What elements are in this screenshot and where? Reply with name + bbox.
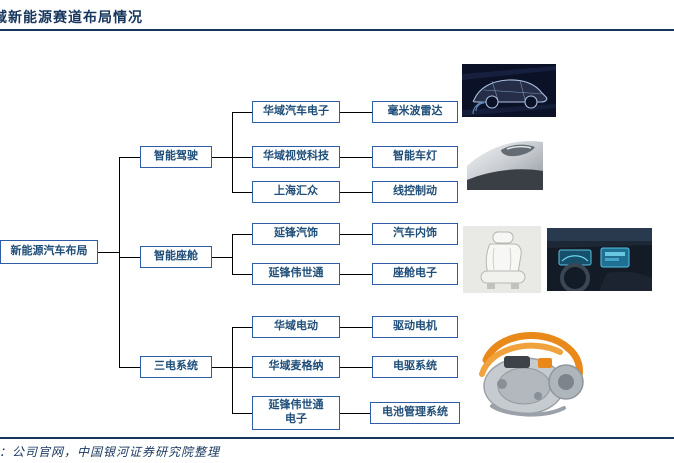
product-node: 座舱电子 — [372, 263, 458, 285]
connector — [232, 112, 252, 113]
car-headlight-photo — [467, 122, 543, 190]
connector — [340, 327, 372, 328]
connector — [212, 257, 232, 258]
transparent-car-radar-photo — [462, 64, 556, 117]
connector — [232, 413, 252, 414]
product-node: 毫米波雷达 — [372, 101, 458, 123]
title-rule — [0, 29, 674, 31]
company-node: 延锋伟世通 — [252, 263, 340, 285]
product-node: 电驱系统 — [372, 356, 458, 378]
connector — [119, 157, 120, 368]
connector — [232, 234, 252, 235]
footer-rule — [0, 437, 674, 439]
product-node: 驱动电机 — [372, 316, 458, 338]
connector — [232, 234, 233, 275]
root-node: 新能源汽车布局 — [0, 240, 98, 264]
product-node: 线控制动 — [372, 181, 458, 203]
connector — [232, 327, 252, 328]
connector — [212, 367, 232, 368]
connector — [232, 327, 233, 414]
product-node: 智能车灯 — [372, 146, 458, 168]
car-cockpit-display-photo — [547, 228, 652, 291]
connector — [232, 157, 252, 158]
connector — [340, 367, 372, 368]
connector — [98, 252, 119, 253]
electric-drive-system-photo — [468, 318, 597, 428]
product-node: 汽车内饰 — [372, 223, 458, 245]
connector — [232, 274, 252, 275]
connector — [340, 234, 372, 235]
connector — [119, 367, 140, 368]
product-node: 电池管理系统 — [370, 402, 460, 424]
connector — [232, 112, 233, 193]
source-note: 源：公司官网，中国银河证券研究院整理 — [0, 445, 221, 459]
company-node: 延锋汽饰 — [252, 223, 340, 245]
branch-node-three-electric: 三电系统 — [140, 356, 212, 378]
company-node: 华域麦格纳 — [252, 356, 340, 378]
connector — [340, 413, 370, 414]
page-title: 域新能源赛道布局情况 — [0, 9, 143, 25]
branch-node-smart-cockpit: 智能座舱 — [140, 246, 212, 268]
company-node: 延锋伟世通 电子 — [252, 396, 340, 430]
company-node: 华域视觉科技 — [252, 146, 340, 168]
car-seat-photo — [463, 226, 541, 293]
company-node: 华域汽车电子 — [252, 101, 340, 123]
connector — [340, 112, 372, 113]
connector — [212, 157, 232, 158]
company-node: 上海汇众 — [252, 181, 340, 203]
connector — [119, 257, 140, 258]
connector — [340, 192, 372, 193]
connector — [119, 157, 140, 158]
company-node: 华域电动 — [252, 316, 340, 338]
branch-node-smart-driving: 智能驾驶 — [140, 146, 212, 168]
connector — [232, 192, 252, 193]
connector — [340, 157, 372, 158]
connector — [340, 274, 372, 275]
connector — [232, 367, 252, 368]
